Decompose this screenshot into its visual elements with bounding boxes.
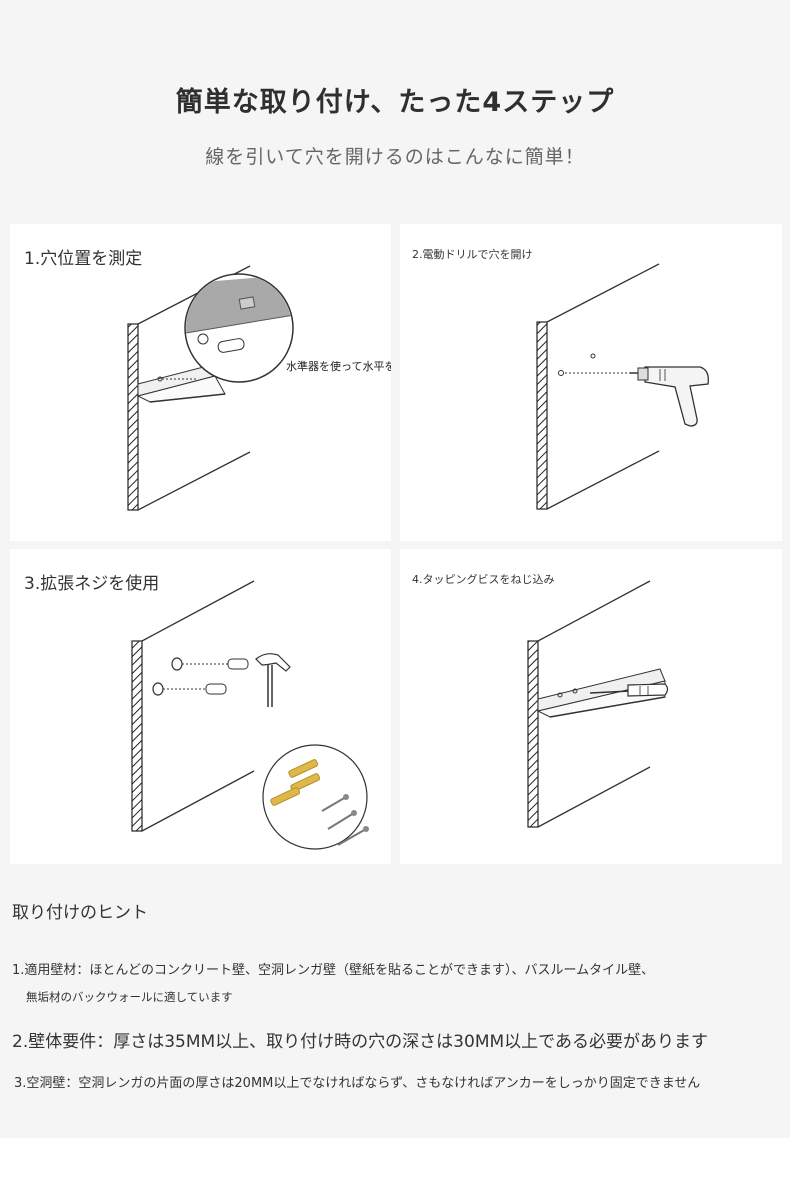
step-3-illustration [131,580,369,850]
step-4-panel: 4.タッピングビスをねじ込み [400,549,782,864]
footer-band [0,1138,790,1188]
anchors-screws-icon [262,744,369,850]
step-1-label: 1.穴位置を測定 [24,249,143,269]
step-3-label: 3.拡張ネジを使用 [24,574,160,594]
level-icon [184,273,294,383]
page-title: 簡単な取り付け、たった4ステップ [175,87,615,118]
step-4-illustration [527,580,669,828]
tip-1-continued: 無垢材のバックウォールに適しています [26,990,233,1004]
screwdriver-icon [589,683,669,697]
page-subtitle: 線を引いて穴を開けるのはこんなに簡単！ [205,146,585,168]
tip-1: 1.適用壁材：ほとんどのコンクリート壁、空洞レンガ壁（壁紙を貼ることができます）… [12,963,655,978]
step-2-panel: 2.電動ドリルで穴を開け [400,224,782,541]
step-3-panel: 3.拡張ネジを使用 [10,549,391,864]
step-4-label: 4.タッピングビスをねじ込み [412,573,555,586]
step-1-callout: 水準器を使って水平を確認 [286,360,391,373]
tip-3: 3.空洞壁：空洞レンガの片面の厚さは20MM以上でなければならず、さもなければア… [14,1076,701,1091]
step-2-label: 2.電動ドリルで穴を開け [412,248,533,261]
step-1-illustration [127,265,294,511]
hammer-icon [255,653,291,707]
tips-heading: 取り付けのヒント [12,903,148,923]
step-2-illustration [536,263,709,510]
step-1-panel: 1.穴位置を測定 水準器を使って水平を確認 [10,224,391,541]
tip-2: 2.壁体要件：厚さは35MM以上、取り付け時の穴の深さは30MM以上である必要が… [12,1032,708,1052]
drill-icon [630,366,709,427]
